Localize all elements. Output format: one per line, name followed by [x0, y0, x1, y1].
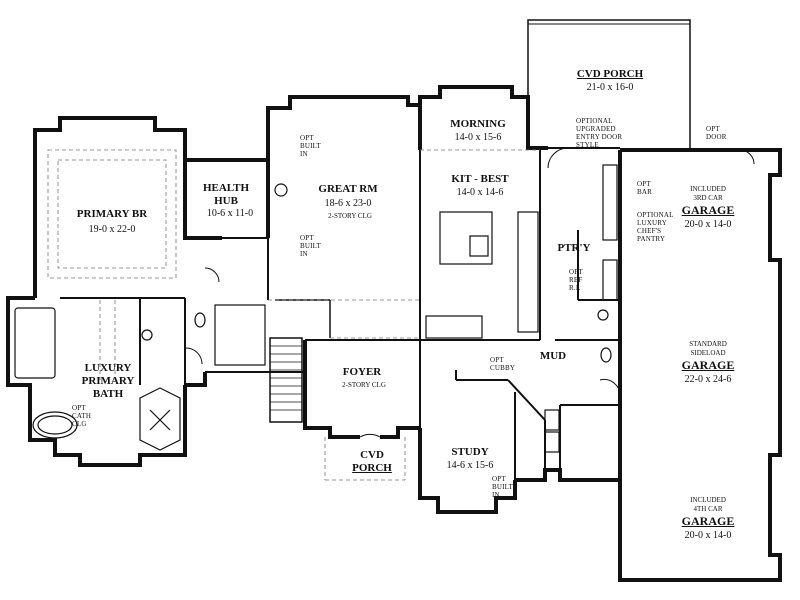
health-hub-dim: 10-6 x 11-0	[206, 208, 254, 219]
doors	[185, 147, 755, 438]
health-hub-name-1: HEALTH	[202, 182, 250, 194]
garage-4th-sub-2: 4TH CAR	[693, 505, 723, 513]
fixtures	[14, 164, 618, 453]
bath-name-2: PRIMARY	[81, 375, 135, 387]
foyer-name: FOYER	[342, 366, 382, 378]
kitchen-island	[439, 211, 493, 265]
cvd-porch-top-outline	[527, 19, 691, 150]
garage-3rd-sub-1: INCLUDED	[690, 185, 726, 193]
kit-best-dim: 14-0 x 14-6	[456, 187, 504, 198]
great-rm-name: GREAT RM	[318, 183, 378, 195]
great-rm-note: 2-STORY CLG	[328, 212, 372, 220]
cvd-porch-top-name: CVD PORCH	[576, 68, 644, 80]
garage-main-sub-1: STANDARD	[689, 340, 727, 348]
health-hub-wall	[183, 158, 268, 240]
garage-4th-sub-1: INCLUDED	[690, 496, 726, 504]
foyer-front-wall	[303, 340, 360, 439]
study-dim: 14-6 x 15-6	[446, 460, 494, 471]
garage-main-dim: 22-0 x 24-6	[684, 374, 732, 385]
ptry-name: PTR'Y	[557, 242, 591, 254]
great-rm-dim: 18-6 x 23-0	[324, 198, 372, 209]
bathtub	[32, 411, 78, 439]
garage-3rd-sub-2: 3RD CAR	[693, 194, 723, 202]
health-hub-name-2: HUB	[214, 195, 238, 207]
cvd-porch-top-dim: 21-0 x 16-0	[586, 82, 634, 93]
cvd-porch-front-name-1: CVD	[360, 449, 384, 461]
garage-4th-name: GARAGE	[681, 514, 735, 528]
cvd-porch-front-name-2: PORCH	[352, 462, 392, 474]
shower	[139, 387, 181, 451]
garage-main-sub-2: SIDELOAD	[690, 349, 726, 357]
garage-main-name: GARAGE	[681, 358, 735, 372]
bath-name-3: BATH	[92, 388, 124, 400]
kit-best-name: KIT - BEST	[451, 173, 509, 185]
interior-walls	[60, 148, 620, 480]
dashed-ceiling-lines	[47, 149, 540, 481]
bath-wall	[6, 296, 155, 467]
garage-3rd-dim: 20-0 x 14-0	[684, 219, 732, 230]
garage-4th-dim: 20-0 x 14-0	[684, 530, 732, 541]
foyer-note: 2-STORY CLG	[342, 381, 386, 389]
morning-dim: 14-0 x 15-6	[454, 132, 502, 143]
morning-bay-wall	[418, 85, 548, 150]
garage-3rd-name: GARAGE	[681, 203, 735, 217]
morning-name: MORNING	[450, 118, 506, 130]
garage-wall	[618, 148, 782, 582]
primary-br-name: PRIMARY BR	[76, 208, 148, 220]
bath-name-1: LUXURY	[84, 362, 132, 374]
primary-br-dim: 19-0 x 22-0	[88, 224, 136, 235]
study-wall	[418, 428, 517, 514]
stair-treads	[270, 299, 331, 411]
exterior-walls	[6, 19, 782, 582]
great-room-wall	[266, 95, 420, 238]
study-name: STUDY	[451, 446, 489, 458]
primary-br-wall	[33, 116, 187, 298]
mud-name: MUD	[539, 350, 567, 362]
